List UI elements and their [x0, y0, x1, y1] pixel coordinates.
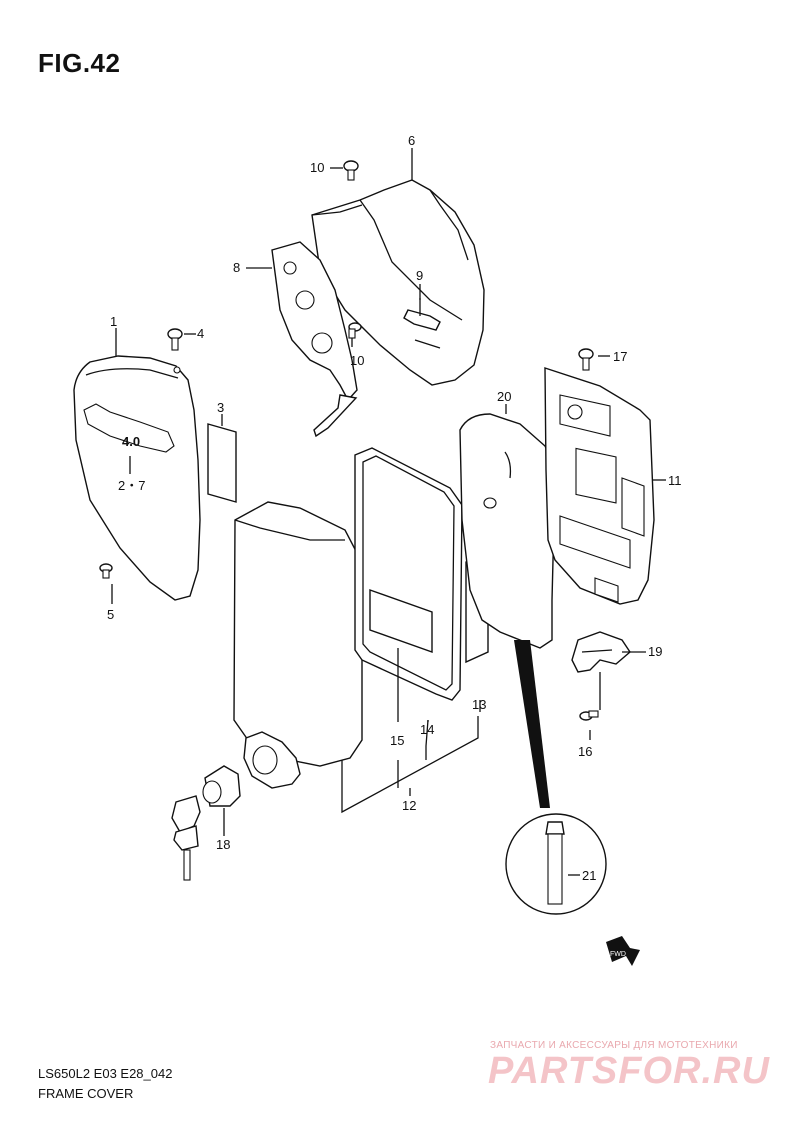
callout-18: 18 [216, 837, 231, 852]
callout-10-mid: 10 [350, 353, 365, 368]
leader-lines [111, 148, 666, 876]
callout-21: 21 [582, 868, 597, 883]
callout-2-7: 2・7 [118, 478, 146, 493]
callout-10-top: 10 [310, 160, 325, 175]
callout-9: 9 [416, 268, 424, 283]
pad-part-3 [207, 423, 237, 503]
screw-part-10-mid [348, 322, 362, 339]
engine-size-badge: 4.0 [122, 434, 140, 449]
clip-part-19 [571, 631, 631, 673]
callout-11: 11 [668, 473, 682, 488]
section-name: FRAME COVER [38, 1086, 134, 1101]
model-code: LS650L2 E03 E28_042 [38, 1066, 173, 1081]
detail-inset-part-21 [505, 640, 607, 915]
frame-cover-bracket [271, 241, 358, 438]
callout-5: 5 [107, 607, 115, 622]
box-cover-part-12 [233, 501, 363, 767]
screw-part-5 [99, 563, 113, 579]
callout-13: 13 [472, 697, 487, 712]
callout-16: 16 [578, 744, 593, 759]
callout-20: 20 [497, 389, 512, 404]
pad-part-15 [369, 589, 433, 653]
fwd-label: FWD [610, 951, 626, 958]
forward-direction-arrow: FWD [606, 936, 640, 966]
callout-14: 14 [420, 722, 435, 737]
callout-1: 1 [110, 314, 118, 329]
frame-cover-upper [311, 179, 485, 386]
callout-8: 8 [233, 260, 241, 275]
lock-set-part-18 [171, 731, 301, 881]
watermark-brand: PARTSFOR.RU [488, 1050, 770, 1092]
figure-title: FIG.42 [38, 48, 121, 78]
screw-part-4 [167, 328, 183, 351]
watermark-tagline: ЗАПЧАСТИ И АКСЕССУАРЫ ДЛЯ МОТОТЕХНИКИ [490, 1040, 738, 1051]
side-cover-left: 4.0 [73, 355, 201, 601]
callout-17: 17 [613, 349, 628, 364]
screw-part-10-top [343, 160, 359, 181]
callout-19: 19 [648, 644, 663, 659]
screw-part-17 [578, 348, 594, 371]
clip-part-9 [403, 298, 441, 349]
screw-part-16 [579, 710, 599, 721]
bracket-part-11 [544, 367, 655, 605]
callout-3: 3 [217, 400, 225, 415]
callout-6: 6 [408, 133, 416, 148]
cover-part-20 [459, 413, 557, 649]
gasket-part-14 [354, 447, 463, 701]
callout-15: 15 [390, 733, 405, 748]
callout-4: 4 [197, 326, 205, 341]
callout-12: 12 [402, 798, 417, 813]
